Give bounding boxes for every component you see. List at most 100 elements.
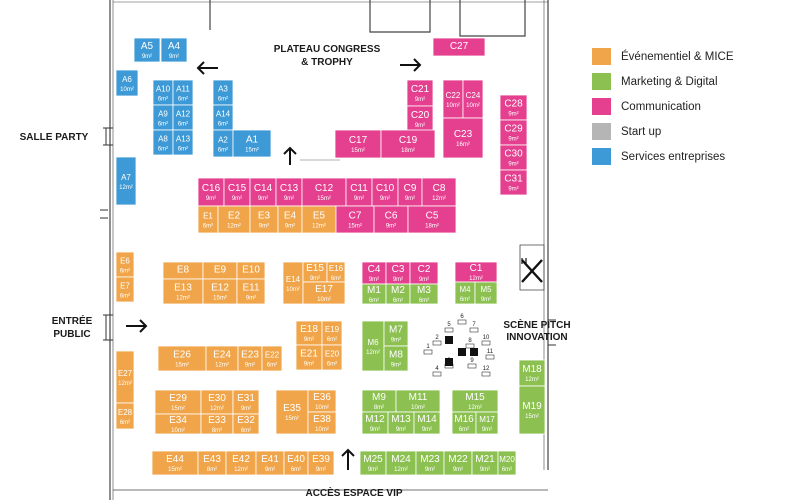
booth-e8[interactable]: E8: [162, 261, 204, 280]
booth-e9[interactable]: E9: [202, 261, 238, 280]
booth-e10[interactable]: E10: [236, 261, 266, 280]
booth-c27[interactable]: C27: [432, 37, 486, 57]
